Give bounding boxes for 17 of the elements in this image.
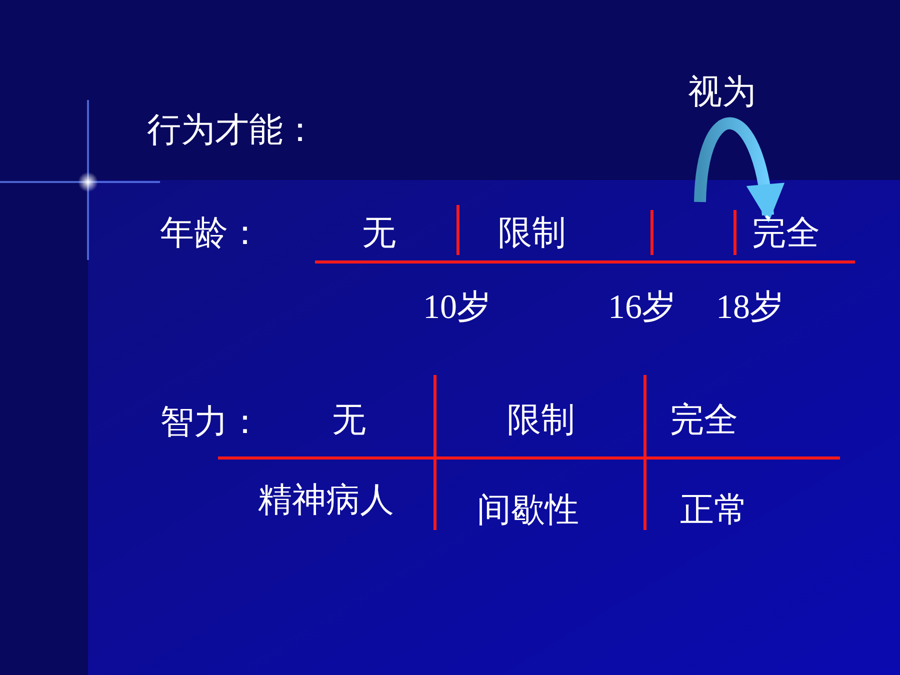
- condition-text: 正常: [680, 490, 748, 530]
- category-text: 限制: [507, 400, 575, 440]
- category-text: 无: [332, 400, 366, 440]
- edge-label: 视为: [688, 72, 756, 112]
- age-label: 18岁: [716, 288, 784, 328]
- category-text: 限制: [498, 213, 566, 253]
- age-label: 16岁: [608, 288, 676, 328]
- slide-title: 行为才能：: [147, 110, 317, 150]
- condition-text: 间歇性: [477, 490, 579, 530]
- row-heading: 智力：: [160, 402, 262, 442]
- age-label: 10岁: [423, 288, 491, 328]
- category-text: 完全: [670, 400, 738, 440]
- category-text: 完全: [752, 213, 820, 253]
- category-text: 无: [362, 213, 396, 253]
- curved-arrow: [694, 118, 784, 223]
- condition-text: 精神病人: [258, 480, 394, 520]
- row-heading: 年龄：: [160, 213, 262, 253]
